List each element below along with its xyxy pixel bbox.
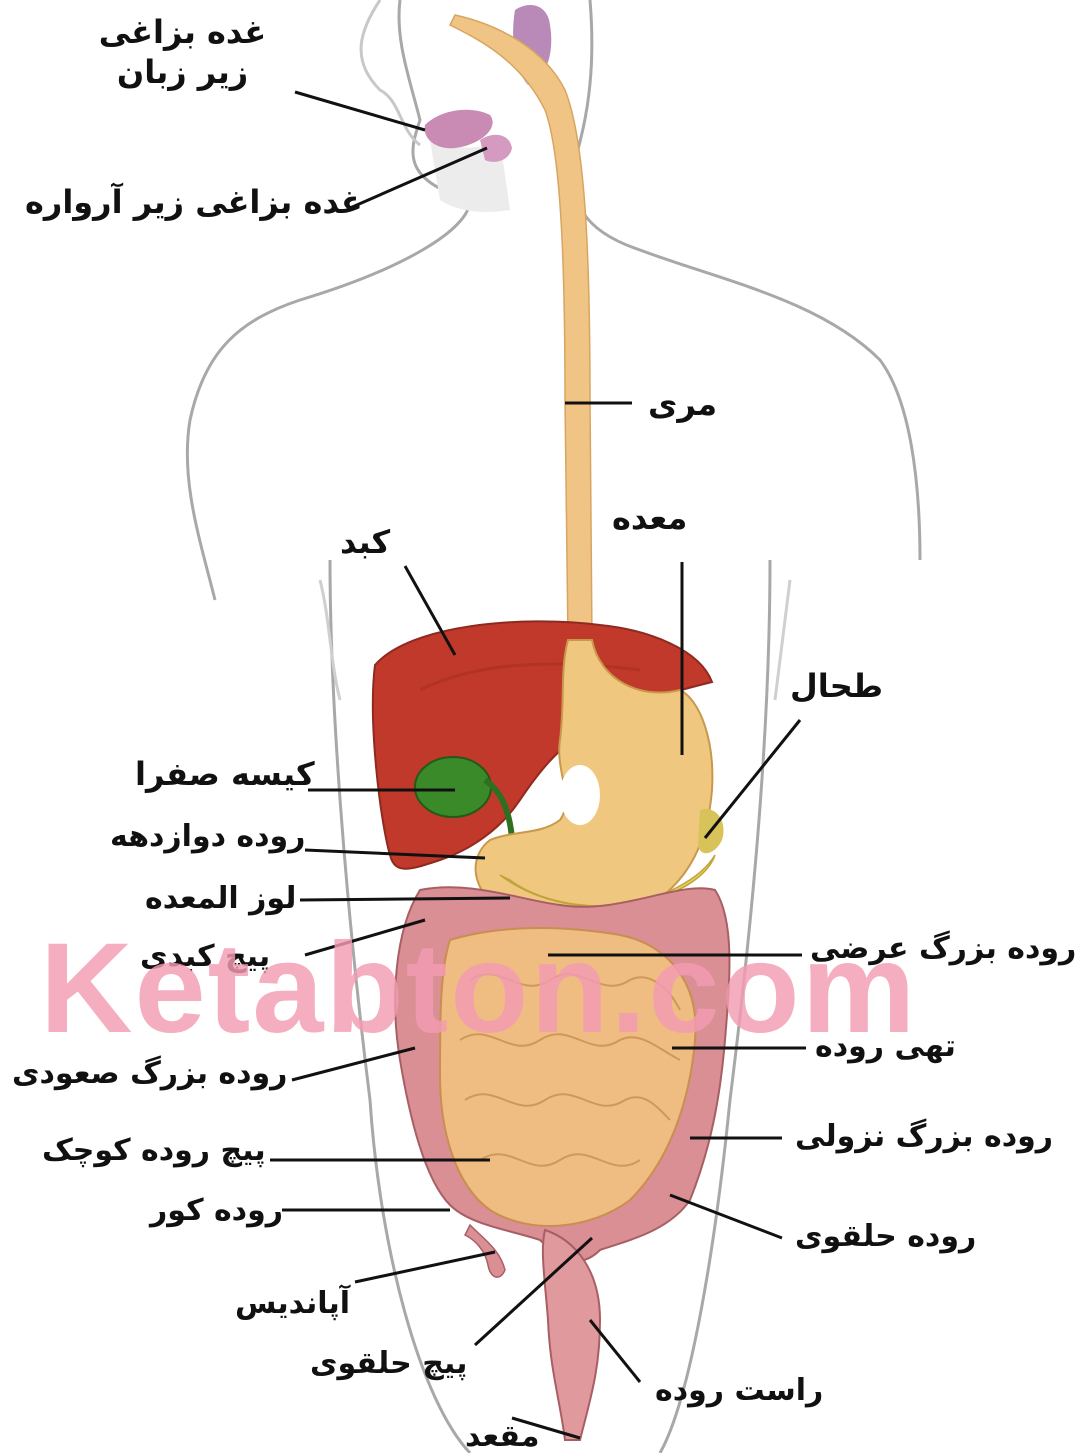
label-gallbladder: کیسه صفرا	[135, 754, 315, 794]
label-duodenum: روده دوازدهه	[110, 818, 305, 856]
label-liver: کبد	[340, 522, 390, 562]
label-rectum: راست روده	[655, 1372, 823, 1410]
rectum	[543, 1230, 600, 1440]
label-pancreas: لوز المعده	[145, 880, 296, 918]
label-anus: مقعد	[465, 1418, 539, 1456]
label-spleen: طحال	[790, 666, 883, 706]
gallbladder	[415, 757, 491, 817]
label-descending-colon: روده بزرگ نزولی	[795, 1118, 1053, 1156]
label-esophagus: مری	[648, 384, 717, 424]
esophagus	[450, 15, 592, 640]
appendix	[465, 1225, 505, 1277]
label-appendix: آپاندیس	[235, 1285, 350, 1323]
label-submandibular-gland: غده بزاغی زیر آرواره	[25, 182, 363, 222]
label-cecum: روده کور	[150, 1192, 283, 1230]
stomach-inner	[560, 765, 600, 825]
label-stomach: معده	[612, 498, 687, 538]
label-sigmoid-flexure: پیچ حلقوی	[310, 1345, 467, 1383]
label-sublingual-gland: غده بزاغی زیر زبان	[75, 12, 290, 92]
label-sigmoid-colon: روده حلقوی	[795, 1218, 976, 1256]
watermark: Ketabton.com	[40, 915, 940, 1062]
label-small-intestine-coils: پیچ روده کوچک	[42, 1132, 266, 1170]
